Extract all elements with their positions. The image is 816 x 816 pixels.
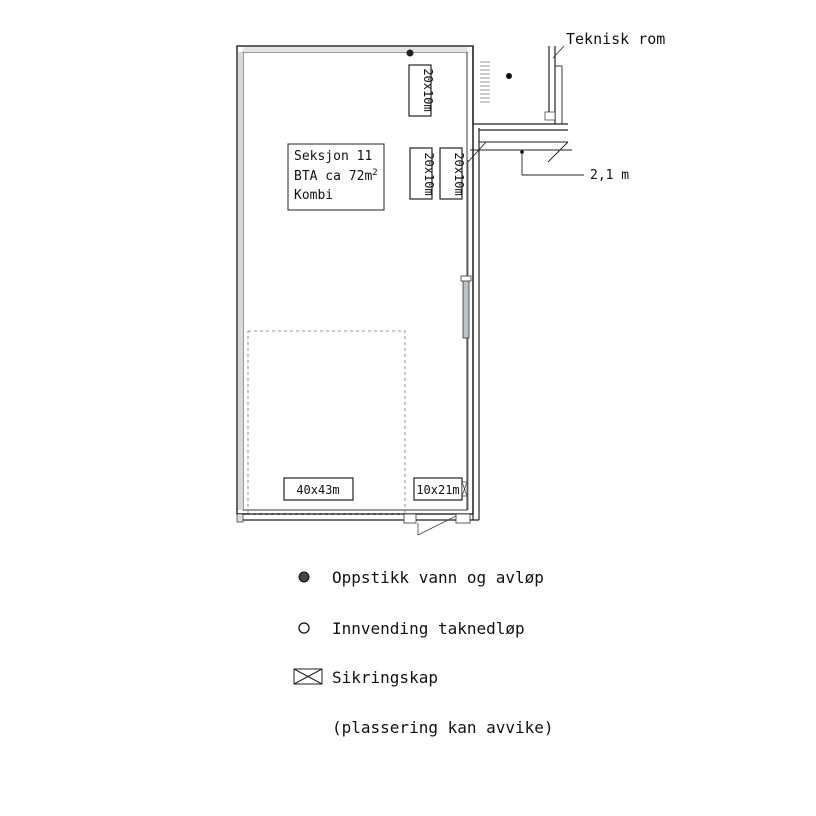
dimension-dot	[520, 150, 524, 154]
right-wall	[460, 46, 480, 520]
dashed-zone	[247, 330, 406, 515]
legend-water-label: Oppstikk vann og avløp	[332, 568, 544, 587]
opening-bottom-left: 40x43m	[283, 477, 354, 501]
legend-drain-label: Innvending taknedløp	[332, 619, 525, 638]
opening-mid-right-label: 20x10m	[452, 152, 466, 195]
room-name-line1: Seksjon 11	[294, 149, 372, 164]
opening-top: 20x10m	[408, 64, 435, 117]
legend-note: (plassering kan avvike)	[332, 718, 554, 737]
room-name-line3: Kombi	[294, 188, 333, 203]
room-area-sup: 2	[372, 168, 377, 178]
legend-water-icon	[298, 571, 310, 583]
door-swing	[417, 515, 457, 536]
room-name-line2: BTA ca 72m2	[294, 168, 378, 184]
room-label-box: Seksjon 11 BTA ca 72m2 Kombi	[287, 143, 385, 211]
room-area-text: BTA ca 72m	[294, 169, 372, 184]
tech-room-label: Teknisk rom	[566, 30, 665, 48]
legend-drain-icon	[298, 622, 310, 634]
tech-room-leader	[552, 45, 565, 59]
bottom-wall	[236, 513, 479, 524]
opening-mid-left-label: 20x10m	[422, 152, 436, 195]
opening-mid-left: 20x10m	[409, 147, 436, 200]
opening-bottom-left-label: 40x43m	[296, 483, 339, 497]
water-outlet-point	[406, 49, 414, 57]
dimension-label: 2,1 m	[590, 168, 629, 183]
opening-bottom-right: 10x21m	[413, 477, 463, 501]
room-walls	[236, 45, 474, 515]
technical-room	[472, 46, 568, 143]
legend-fuse-label: Sikringskap	[332, 668, 438, 687]
legend: Oppstikk vann og avløp Innvending takned…	[293, 568, 554, 737]
opening-top-label: 20x10m	[421, 68, 435, 111]
legend-fuse-icon	[293, 668, 323, 685]
tech-room-point	[506, 73, 512, 79]
dimension-line	[467, 141, 584, 176]
vent-grill	[480, 61, 490, 103]
fuse-cabinet-symbol	[461, 481, 468, 497]
opening-mid-right: 20x10m	[439, 147, 466, 200]
opening-bottom-right-label: 10x21m	[416, 483, 459, 497]
